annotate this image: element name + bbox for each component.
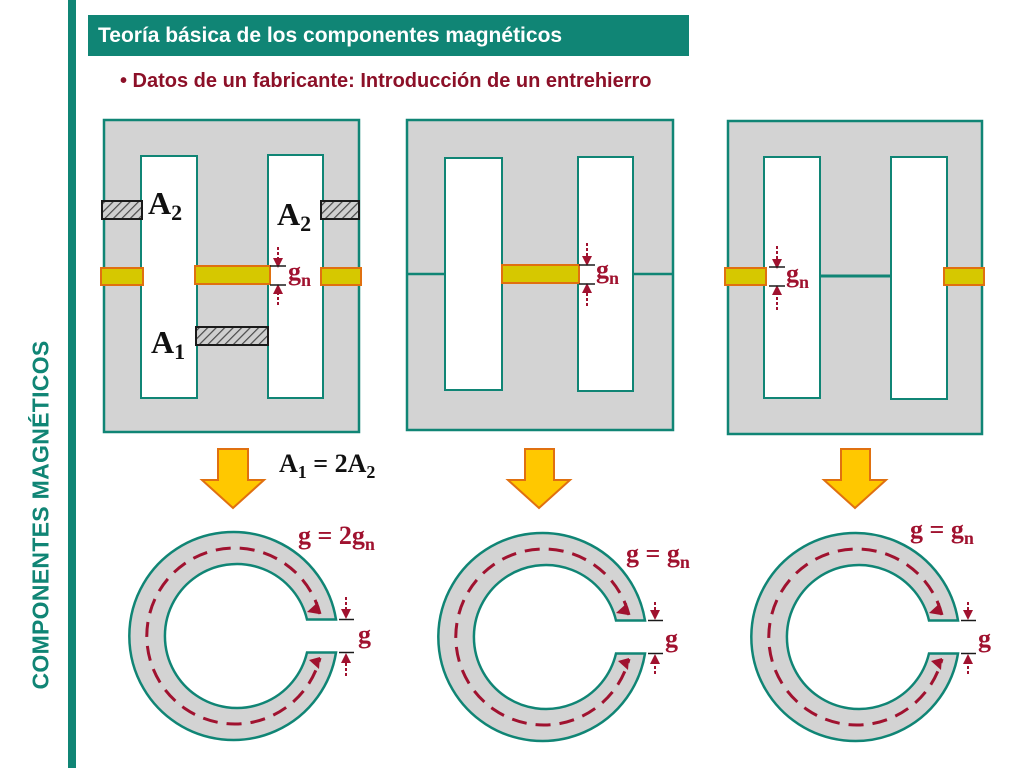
page-title: Teoría básica de los componentes magnéti… xyxy=(88,15,689,56)
down-arrow-1 xyxy=(199,448,267,510)
gap-left-leg xyxy=(724,267,767,286)
area-a2-left xyxy=(101,200,143,220)
core-2 xyxy=(405,118,675,432)
toroid-3 xyxy=(750,531,960,743)
gap-center-leg xyxy=(194,265,271,285)
down-arrow-3 xyxy=(821,448,889,510)
gap-left-leg xyxy=(100,267,144,286)
equation-g-gn-2: g = gn xyxy=(626,539,690,572)
core-1 xyxy=(100,118,362,434)
toroid-gap-indicator-1 xyxy=(339,597,354,676)
label-gn-core3: gn xyxy=(786,259,809,292)
area-equation: A1 = 2A2 xyxy=(279,449,375,482)
equation-g-2gn: g = 2gn xyxy=(298,521,375,554)
gap-indicator-core1 xyxy=(270,247,286,305)
gap-indicator-core2 xyxy=(579,243,595,306)
down-arrow-2 xyxy=(505,448,573,510)
gap-indicator-core3 xyxy=(769,246,785,310)
area-a2-right xyxy=(320,200,360,220)
toroid-gap-indicator-3 xyxy=(961,602,976,674)
gap-right-leg xyxy=(943,267,985,286)
label-a1: A1 xyxy=(151,324,185,364)
gap-center-leg xyxy=(501,264,580,284)
bullet-text: • Datos de un fabricante: Introducción d… xyxy=(120,70,652,92)
label-a2-right: A2 xyxy=(277,196,311,236)
label-gn-core1: gn xyxy=(288,257,311,290)
side-accent-bar xyxy=(68,0,76,768)
toroid-2 xyxy=(437,531,647,743)
area-a1 xyxy=(195,326,269,346)
toroid-gap-indicator-2 xyxy=(648,602,663,674)
label-g-toroid3: g xyxy=(978,624,991,653)
label-g-toroid2: g xyxy=(665,624,678,653)
label-g-toroid1: g xyxy=(358,620,371,649)
equation-g-gn-3: g = gn xyxy=(910,515,974,548)
label-gn-core2: gn xyxy=(596,255,619,288)
core-3 xyxy=(724,119,985,436)
label-a2-left: A2 xyxy=(148,185,182,225)
gap-right-leg xyxy=(320,267,362,286)
toroid-1 xyxy=(128,530,338,742)
